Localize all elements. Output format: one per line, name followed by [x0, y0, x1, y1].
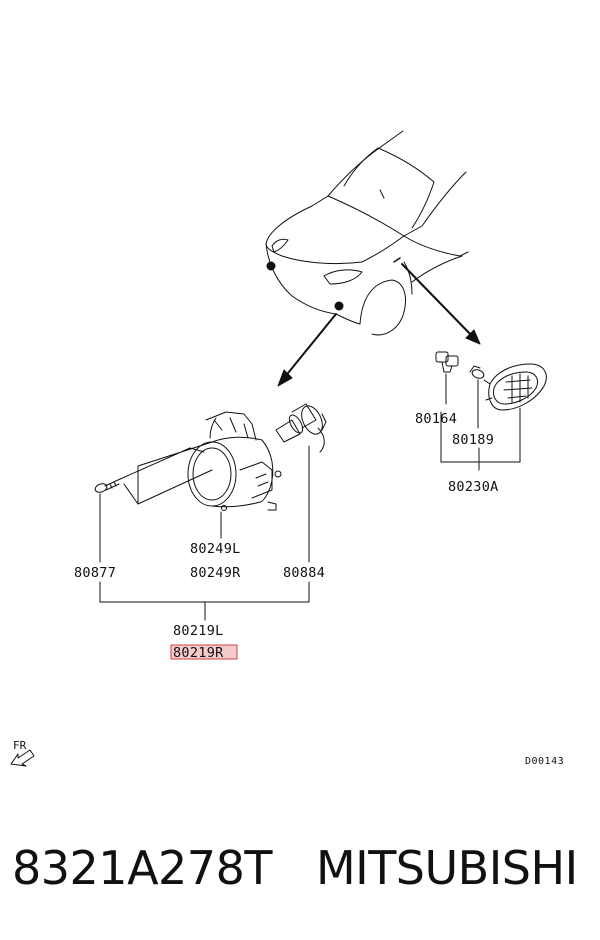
- front-direction-label: FR: [13, 739, 27, 752]
- front-direction-icon: [10, 749, 35, 767]
- fog-lamp-illustration: [187, 411, 282, 511]
- leader-lines: [117, 441, 213, 505]
- callout-lines: [99, 373, 521, 621]
- part-label-80249R: 80249R: [190, 565, 241, 581]
- highlight-box: [170, 644, 238, 660]
- bulb-80884-illustration: [275, 403, 327, 453]
- part-label-80219R: 80219R: [173, 645, 224, 661]
- socket-80164-illustration: [435, 351, 459, 373]
- side-marker-illustration: [483, 363, 547, 411]
- part-label-80219L: 80219L: [173, 623, 224, 639]
- diagram-code: D00143: [525, 756, 564, 767]
- footer-title: 8321A278T MITSUBISHI: [12, 836, 592, 900]
- pointer-arrows: [277, 263, 481, 387]
- part-label-80189: 80189: [452, 432, 494, 448]
- part-label-80249L: 80249L: [190, 541, 241, 557]
- part-label-80230A: 80230A: [448, 479, 499, 495]
- part-label-80877: 80877: [74, 565, 116, 581]
- screw-80877-illustration: [94, 479, 120, 493]
- car-front-illustration: [265, 130, 469, 336]
- bulb-80189-illustration: [469, 365, 485, 379]
- part-label-80884: 80884: [283, 565, 325, 581]
- footer-part-number: 8321A278T: [12, 841, 272, 895]
- footer-brand: MITSUBISHI: [315, 841, 578, 895]
- part-label-80164: 80164: [415, 411, 457, 427]
